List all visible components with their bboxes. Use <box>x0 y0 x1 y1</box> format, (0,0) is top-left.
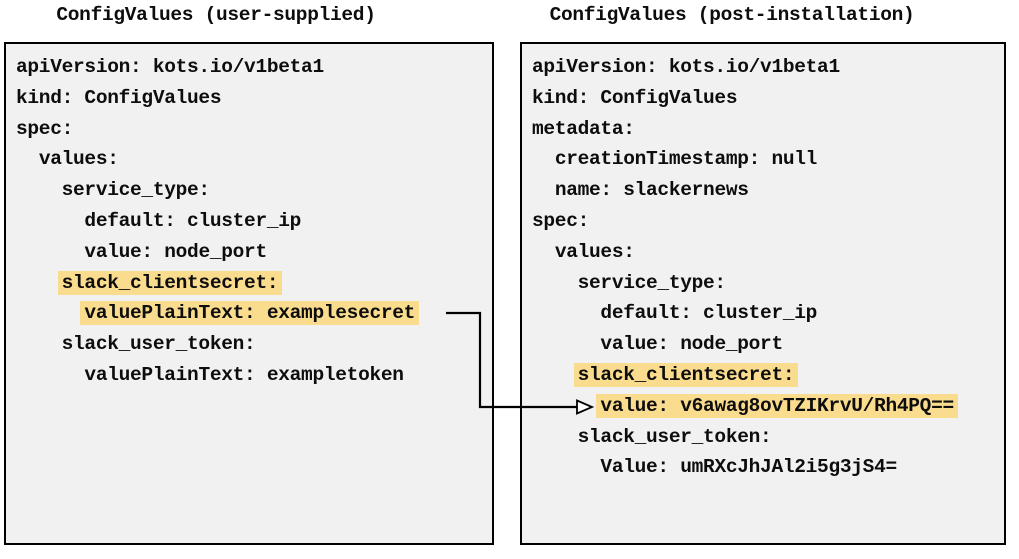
code-text: value: node_port <box>600 333 783 356</box>
code-text: slack_user_token: <box>577 425 772 448</box>
code-text: values: <box>554 240 635 263</box>
left-panel-title: ConfigValues (user-supplied) <box>56 4 376 26</box>
code-text: apiVersion: kots.io/v1beta1 <box>16 56 324 78</box>
code-text: default: cluster_ip <box>84 209 302 232</box>
code-line: spec: <box>16 114 492 145</box>
code-line: value: v6awag8ovTZIKrvU/Rh4PQ== <box>532 391 1004 422</box>
code-line: values: <box>532 237 1004 268</box>
code-lines: apiVersion: kots.io/v1beta1 kind: ConfigV… <box>532 52 1004 483</box>
code-text: spec: <box>532 209 590 232</box>
code-text: spec: <box>16 117 74 140</box>
code-indent <box>532 272 578 294</box>
code-text: apiVersion: kots.io/v1beta1 <box>532 56 840 78</box>
code-indent <box>16 302 84 324</box>
code-lines: apiVersion: kots.io/v1beta1 kind: ConfigV… <box>16 52 492 391</box>
code-indent <box>532 302 600 324</box>
code-indent <box>532 241 555 263</box>
code-text: service_type: <box>577 271 727 294</box>
code-line: service_type: <box>16 175 492 206</box>
code-text: slack_user_token: <box>61 333 256 356</box>
code-indent <box>16 179 62 201</box>
code-text: service_type: <box>61 179 211 202</box>
code-indent <box>532 179 555 201</box>
code-indent <box>16 364 84 386</box>
code-text: creationTimestamp: null <box>554 148 818 171</box>
code-line: value: node_port <box>532 329 1004 360</box>
config-panel-user-supplied: apiVersion: kots.io/v1beta1 kind: ConfigV… <box>4 42 494 545</box>
code-indent <box>16 210 84 232</box>
code-text: values: <box>38 148 119 171</box>
code-indent <box>532 456 600 478</box>
code-line: creationTimestamp: null <box>532 144 1004 175</box>
code-line: kind: ConfigValues <box>16 83 492 114</box>
config-panel-post-installation: apiVersion: kots.io/v1beta1 kind: ConfigV… <box>520 42 1006 545</box>
code-line: apiVersion: kots.io/v1beta1 <box>532 52 1004 83</box>
code-text: valuePlainText: exampletoken <box>84 363 404 386</box>
code-text: kind: ConfigValues <box>532 86 738 109</box>
code-line: default: cluster_ip <box>16 206 492 237</box>
code-line: slack_user_token: <box>532 422 1004 453</box>
code-text: default: cluster_ip <box>600 302 818 325</box>
code-text: kind: ConfigValues <box>16 86 222 109</box>
code-text: Value: umRXcJhJAl2i5g3jS4= <box>600 456 897 479</box>
code-indent <box>16 241 84 263</box>
code-indent <box>16 272 62 294</box>
code-line: apiVersion: kots.io/v1beta1 <box>16 52 492 83</box>
code-line: slack_user_token: <box>16 329 492 360</box>
code-line: service_type: <box>532 268 1004 299</box>
code-indent <box>16 148 39 170</box>
code-indent <box>16 333 62 355</box>
code-text-highlighted: slack_clientsecret: <box>573 362 799 387</box>
code-line: name: slackernews <box>532 175 1004 206</box>
code-text: metadata: <box>532 117 635 140</box>
code-text: value: node_port <box>84 240 267 263</box>
code-text-highlighted: value: v6awag8ovTZIKrvU/Rh4PQ== <box>596 393 958 418</box>
code-line: values: <box>16 144 492 175</box>
code-line: kind: ConfigValues <box>532 83 1004 114</box>
code-line: metadata: <box>532 114 1004 145</box>
right-panel-title: ConfigValues (post-installation) <box>549 4 915 26</box>
code-text-highlighted: valuePlainText: examplesecret <box>80 301 420 326</box>
code-line: slack_clientsecret: <box>16 268 492 299</box>
code-line: valuePlainText: exampletoken <box>16 360 492 391</box>
code-line: valuePlainText: examplesecret <box>16 298 492 329</box>
code-line: value: node_port <box>16 237 492 268</box>
code-indent <box>532 395 600 417</box>
code-line: slack_clientsecret: <box>532 360 1004 391</box>
code-indent <box>532 426 578 448</box>
code-line: spec: <box>532 206 1004 237</box>
code-indent <box>532 364 578 386</box>
code-indent <box>532 148 555 170</box>
code-line: Value: umRXcJhJAl2i5g3jS4= <box>532 452 1004 483</box>
code-line: default: cluster_ip <box>532 298 1004 329</box>
code-text: name: slackernews <box>554 179 749 202</box>
code-text-highlighted: slack_clientsecret: <box>57 270 283 295</box>
code-indent <box>532 333 600 355</box>
